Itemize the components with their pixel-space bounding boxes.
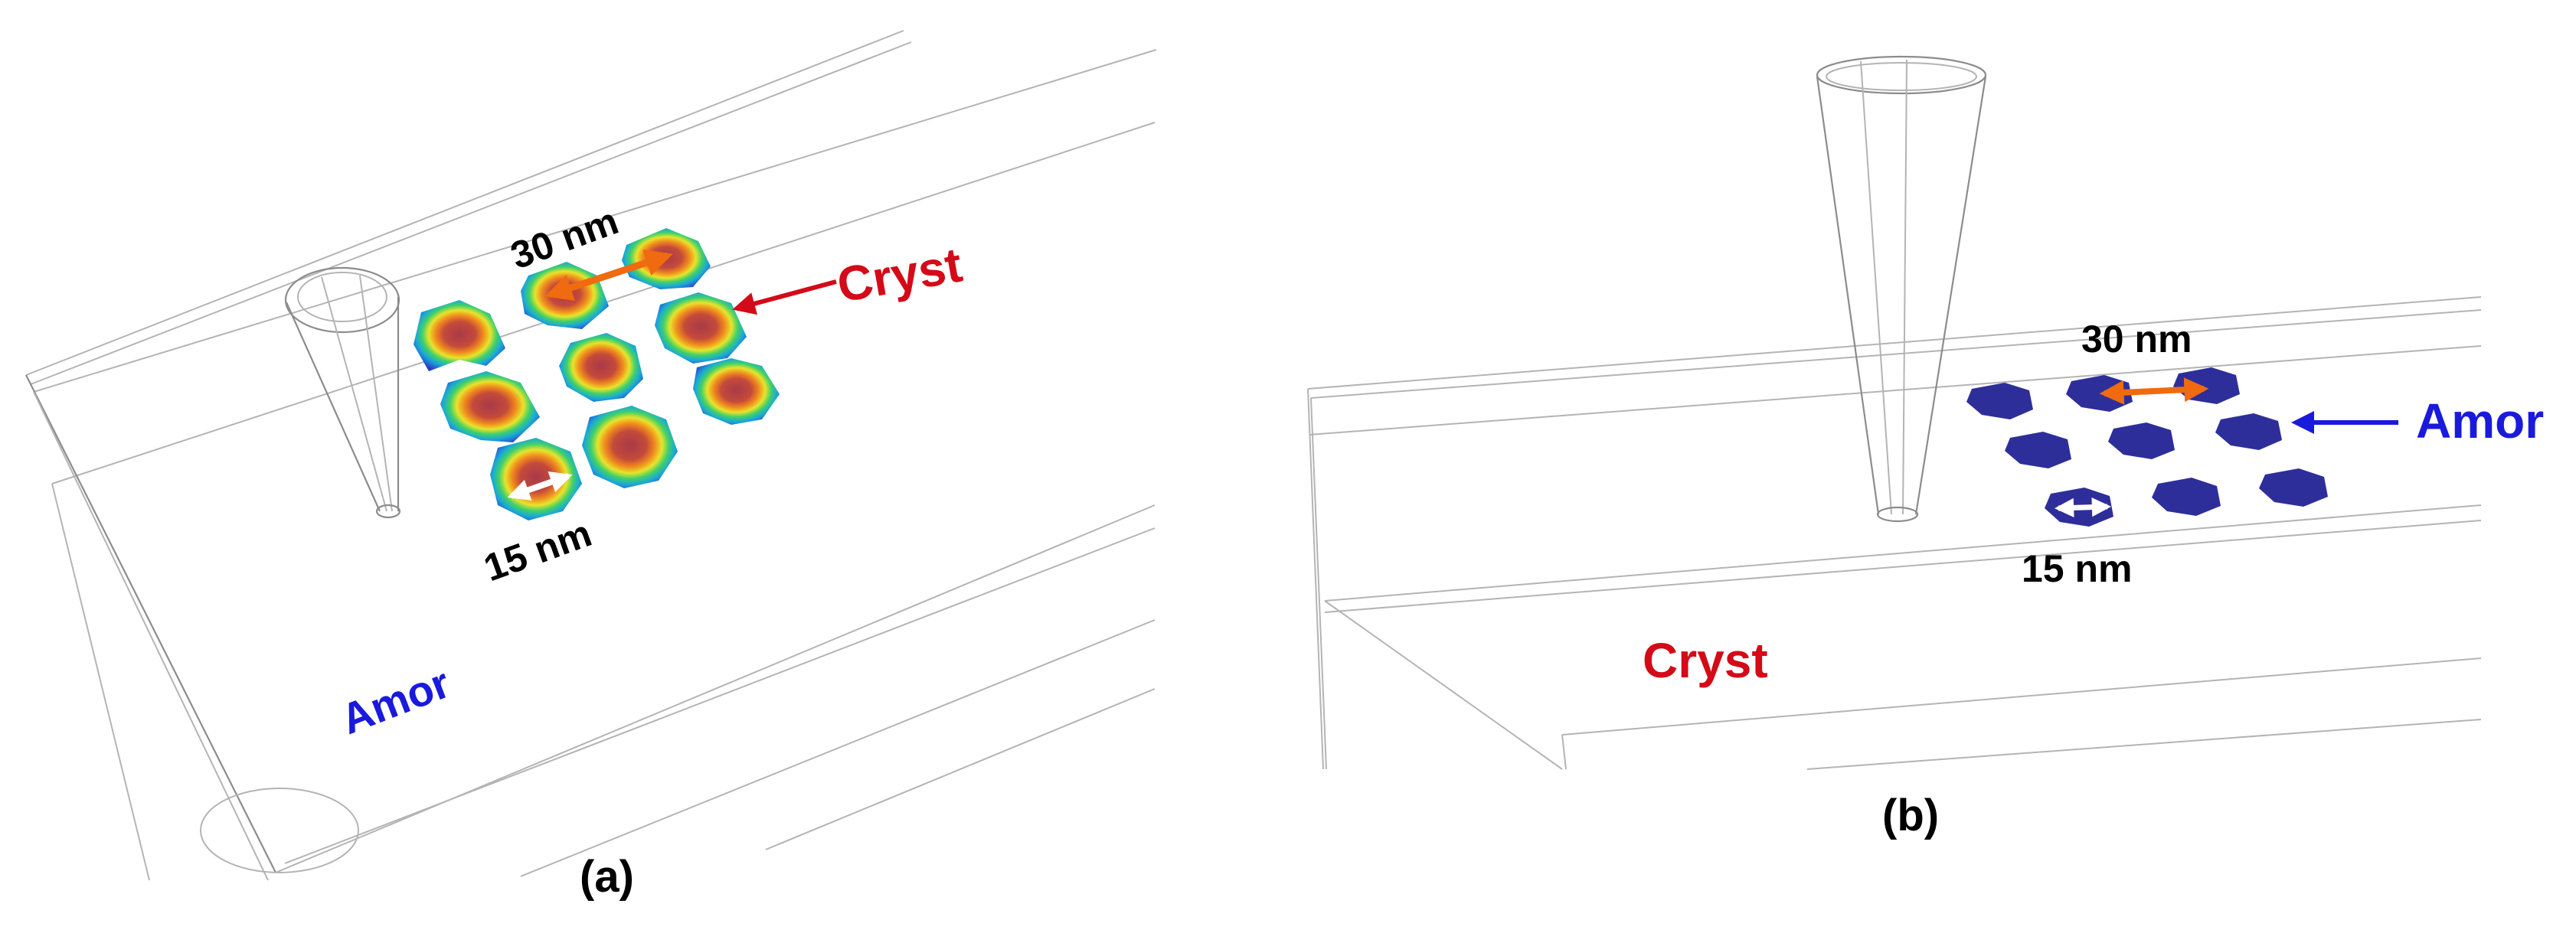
- amorphous-dot: [2005, 432, 2071, 468]
- panel-a-dot-label-arrow: [732, 279, 837, 315]
- panel-b-background-label: Cryst: [1643, 633, 1768, 688]
- panel-a-caption: (a): [580, 852, 634, 902]
- crystal-dot: [582, 406, 678, 488]
- panel-b-spacing-arrow: [2099, 377, 2209, 405]
- crystal-dot: [440, 371, 540, 442]
- panel-a-size-arrow: [507, 471, 573, 501]
- panel-a-spacing-arrow: [544, 249, 673, 302]
- crystal-dot: [655, 292, 747, 364]
- panel-a: 30 nm 15 nm Cryst Amor (a): [25, 30, 1157, 902]
- panel-a-dot-size-label: 15 nm: [479, 511, 597, 589]
- panel-a-crystal-dots: [414, 228, 780, 520]
- panel-a-wireframe: [25, 30, 1157, 881]
- amorphous-dot: [2215, 413, 2282, 450]
- panel-a-dot-label: Cryst: [833, 237, 966, 312]
- panel-b-dot-label: Amor: [2416, 393, 2544, 449]
- panel-b-size-arrow: [2054, 497, 2112, 517]
- panel-b-caption: (b): [1882, 791, 1939, 840]
- panel-b-dot-size-label: 15 nm: [2022, 547, 2133, 590]
- crystal-dot: [693, 358, 780, 425]
- amorphous-dot: [1966, 383, 2033, 419]
- crystal-dot: [414, 300, 505, 371]
- amorphous-dot: [2152, 478, 2221, 516]
- panel-b-spacing-label: 30 nm: [2081, 318, 2192, 360]
- amorphous-dot: [2173, 367, 2240, 404]
- panel-b-wireframe: [1307, 55, 2482, 770]
- panel-a-background-label: Amor: [335, 658, 456, 743]
- amorphous-dot: [2108, 422, 2175, 459]
- amorphous-dot: [2259, 468, 2328, 507]
- panel-b: 30 nm 15 nm Amor Cryst (b): [1307, 55, 2544, 840]
- crystal-dot: [559, 333, 643, 402]
